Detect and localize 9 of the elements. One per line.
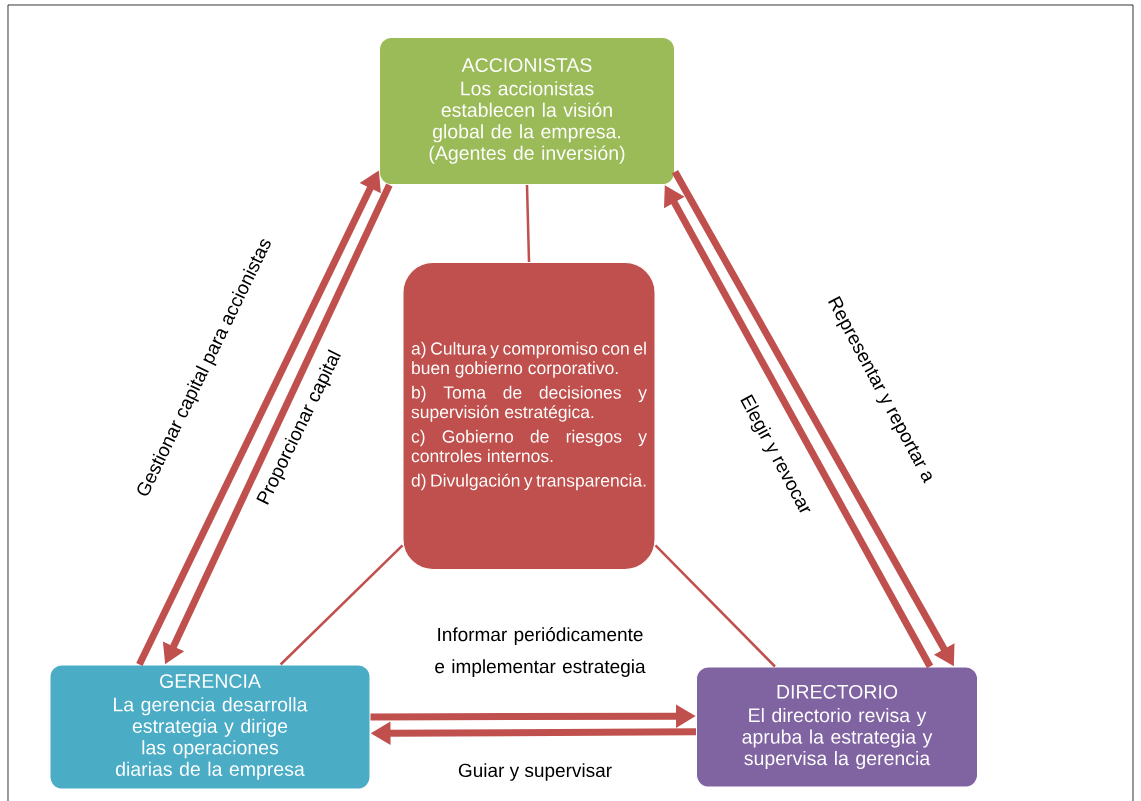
edge-label: Informar periódicamente e implementar estrategia [435,627,646,677]
connector-line [654,544,776,668]
role-box: GERENCIA La gerencia desarrolla estrategia y dirige las operaciones diarias de la empresa [49,664,371,790]
role-box: ACCIONISTAS Los accionistas establecen la visión global de la empresa. (Agentes de inversión) [379,37,675,185]
role-box: DIRECTORIO El directorio revisa y apruba la estrategia y supervisa la gerencia [696,666,978,788]
connector-line [279,544,404,666]
connector-line [525,184,531,263]
criteria-box: a) Cultura y compromiso con el buen gobierno corporativo. b) Toma de decisiones y supervisión estratégica. c) Gobierno de riesgos y controles internos. d) Divulgación y transparencia. [402,262,656,570]
edge-label: Guiar y supervisar [458,763,612,781]
